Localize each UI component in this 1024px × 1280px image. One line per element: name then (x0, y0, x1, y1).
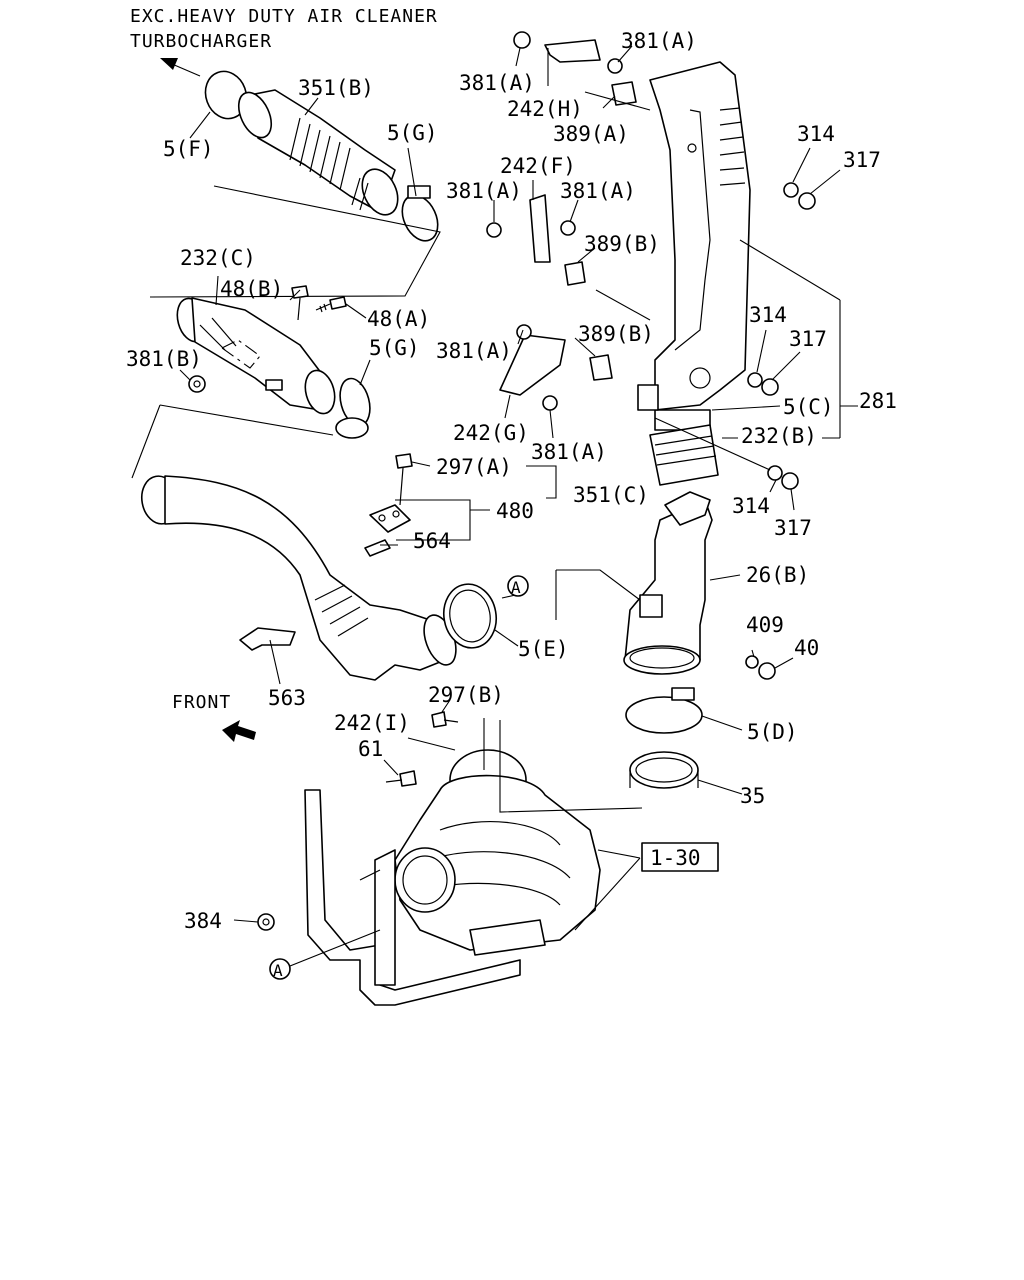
fasteners-bottom (257, 711, 459, 931)
label-26b: 26(B) (746, 563, 809, 587)
label-480: 480 (496, 499, 534, 523)
label-48a: 48(A) (367, 307, 430, 331)
label-563: 563 (268, 686, 306, 710)
brackets-242-drawing (486, 31, 637, 411)
label-389a: 389(A) (553, 122, 629, 146)
label-381a-mid-right: 381(A) (560, 179, 636, 203)
label-351c: 351(C) (573, 483, 649, 507)
label-5c: 5(C) (783, 395, 834, 419)
washers-nuts-right (745, 182, 816, 680)
leader-lines (179, 45, 858, 967)
front-label: FRONT (172, 692, 231, 713)
label-40: 40 (794, 636, 819, 660)
label-242i: 242(I) (334, 711, 410, 735)
label-35: 35 (740, 784, 765, 808)
label-317-top: 317 (843, 148, 881, 172)
label-381a-top-right: 381(A) (621, 29, 697, 53)
label-297a: 297(A) (436, 455, 512, 479)
label-564: 564 (413, 529, 451, 553)
label-5e: 5(E) (518, 637, 569, 661)
label-381b: 381(B) (126, 347, 202, 371)
label-381a-low-right: 381(A) (531, 440, 607, 464)
label-61: 61 (358, 737, 383, 761)
duct-232c-drawing (176, 285, 371, 439)
label-317-mid: 317 (789, 327, 827, 351)
label-232c: 232(C) (180, 246, 256, 270)
label-281: 281 (859, 389, 897, 413)
label-242f: 242(F) (500, 154, 576, 178)
label-381a-mid-left: 381(A) (446, 179, 522, 203)
label-317-low: 317 (774, 516, 812, 540)
label-314-top: 314 (797, 122, 835, 146)
circle-ref-a-upper: A (507, 575, 529, 597)
boxed-ref-1-30: 1-30 (641, 842, 719, 872)
to-turbocharger-arrow-icon (160, 58, 201, 77)
duct-281-drawing (637, 61, 751, 486)
hose-351c-drawing (140, 453, 498, 681)
label-389b-lower: 389(B) (578, 322, 654, 346)
header-line-1: EXC.HEAVY DUTY AIR CLEANER (130, 6, 438, 27)
label-384: 384 (184, 909, 222, 933)
boxed-ref-1-30-text: 1-30 (650, 846, 701, 870)
label-5d: 5(D) (747, 720, 798, 744)
label-5g-upper: 5(G) (387, 121, 438, 145)
label-5f: 5(F) (163, 137, 214, 161)
label-48b: 48(B) (220, 277, 283, 301)
label-409: 409 (746, 613, 784, 637)
label-314-mid: 314 (749, 303, 787, 327)
air-cleaner-drawing (304, 749, 601, 1006)
header-line-2: TURBOCHARGER (130, 31, 272, 52)
clamp-5d-ring-35 (625, 687, 703, 789)
label-232b: 232(B) (741, 424, 817, 448)
label-5g-lower: 5(G) (369, 336, 420, 360)
label-351b: 351(B) (298, 76, 374, 100)
duct-26b-drawing (623, 491, 713, 675)
label-297b: 297(B) (428, 683, 504, 707)
circle-ref-a-upper-text: A (511, 578, 521, 597)
circle-ref-a-lower: A (269, 958, 291, 980)
label-242h: 242(H) (507, 97, 583, 121)
front-direction-arrow-icon (222, 720, 256, 742)
label-242g: 242(G) (453, 421, 529, 445)
label-389b-upper: 389(B) (584, 232, 660, 256)
label-381a-low-left: 381(A) (436, 339, 512, 363)
label-314-low: 314 (732, 494, 770, 518)
circle-ref-a-lower-text: A (273, 961, 283, 980)
label-381a-top-left: 381(A) (459, 71, 535, 95)
